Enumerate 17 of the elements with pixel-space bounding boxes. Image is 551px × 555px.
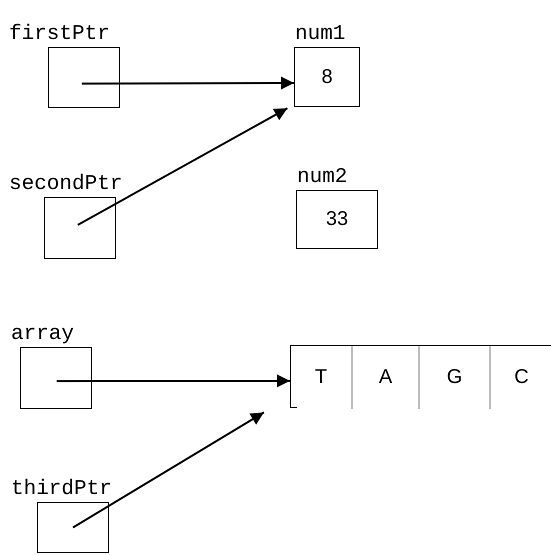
pointer-arrow — [77, 107, 288, 226]
cell-value: A — [378, 366, 392, 389]
cell-value: G — [446, 366, 462, 389]
array-block — [290, 345, 551, 408]
variable-name: thirdPtr — [11, 478, 112, 501]
pointer-arrow — [72, 412, 264, 528]
variable-name: array — [11, 323, 74, 346]
variable-name: secondPtr — [9, 173, 122, 196]
variable-name: num2 — [297, 166, 348, 189]
variable-name: num1 — [295, 23, 346, 46]
pointer-arrow — [82, 76, 294, 90]
variable-name: firstPtr — [9, 23, 110, 46]
pointer-arrow — [56, 374, 290, 388]
cell-value: C — [514, 366, 529, 389]
cell-value: T — [314, 366, 328, 389]
value: 8 — [321, 66, 333, 88]
value: 33 — [326, 208, 348, 231]
